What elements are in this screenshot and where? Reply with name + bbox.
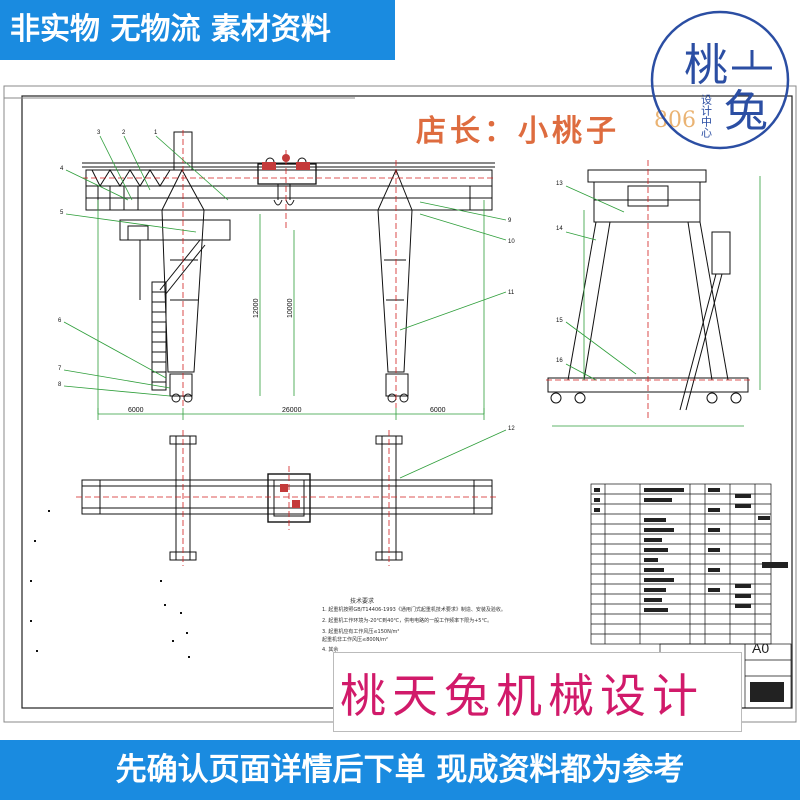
plan-centerlines [76, 430, 498, 566]
dim-label-left: 6000 [128, 407, 144, 414]
part-number: 1 [154, 130, 158, 136]
brand-signature: 桃天兔机械设计 [340, 669, 704, 723]
dim-label-height-b: 10000 [287, 298, 294, 318]
brand-box [333, 652, 742, 732]
brand-logo: 桃 兔 设计中心 [650, 10, 790, 150]
front-elevation [82, 131, 495, 403]
plan-view [81, 435, 493, 561]
part-number: 3 [97, 130, 101, 136]
part-number: 7 [58, 366, 62, 372]
logo-char-tu: 兔 [724, 86, 768, 137]
part-number: 8 [58, 382, 62, 388]
dim-label-span: 26000 [282, 407, 302, 414]
part-number: 6 [58, 318, 62, 324]
part-number: 10 [508, 239, 515, 245]
tech-requirement-line: 起重机非工作风压≤800N/m² [322, 637, 389, 643]
part-number: 13 [556, 181, 563, 187]
part-number: 11 [508, 290, 515, 296]
part-number: 5 [60, 210, 64, 216]
bottom-banner-text: 先确认页面详情后下单 现成资料都为参考 [115, 752, 685, 788]
sheet-size-label: A0 [752, 640, 770, 656]
logo-side-text: 设计中心 [700, 94, 713, 138]
shop-owner-label: 店长：小桃子 [416, 114, 620, 149]
part-number: 9 [508, 218, 512, 224]
tech-requirement-line: 1. 起重机按照GB/T14406-1993《通用门式起重机技术要求》制造、安装… [322, 607, 506, 613]
tech-requirements-title: 技术要求 [350, 598, 375, 605]
front-dimensions [97, 200, 485, 420]
trolley-highlight [262, 154, 310, 170]
bom-redactions [594, 488, 788, 702]
dim-label-right: 6000 [430, 407, 446, 414]
plan-trolley-fill [280, 484, 300, 508]
bottom-banner: 先确认页面详情后下单 现成资料都为参考 [0, 740, 800, 800]
part-number: 14 [556, 226, 563, 232]
part-number: 4 [60, 166, 64, 172]
part-number-labels: 1 2 3 4 5 6 7 8 9 10 11 12 13 14 15 16 [58, 130, 563, 432]
side-centerlines [546, 160, 750, 420]
left-edge-marks [30, 510, 190, 658]
top-banner: 非实物 无物流 素材资料 [0, 0, 395, 60]
part-number: 16 [556, 358, 563, 364]
front-centerlines [82, 130, 496, 408]
tech-requirement-line: 2. 起重机工作环境为-20℃到40℃，供电电路的一般工作频率下限为+5℃。 [322, 618, 493, 624]
tech-requirement-line: 3. 起重机应有工作风压≤150N/m² [322, 629, 400, 635]
side-elevation [547, 169, 749, 411]
side-dimensions [552, 176, 761, 427]
part-number: 12 [508, 426, 515, 432]
top-banner-text: 非实物 无物流 素材资料 [10, 12, 331, 47]
part-number: 15 [556, 318, 563, 324]
part-number: 2 [122, 130, 126, 136]
dim-label-height-a: 12000 [253, 298, 260, 318]
leader-lines [63, 135, 507, 479]
front-dimension-labels: 6000 26000 6000 12000 10000 [128, 298, 446, 414]
logo-char-tao: 桃 [684, 40, 728, 91]
tech-requirement-line: 4. 其余 [322, 647, 339, 653]
